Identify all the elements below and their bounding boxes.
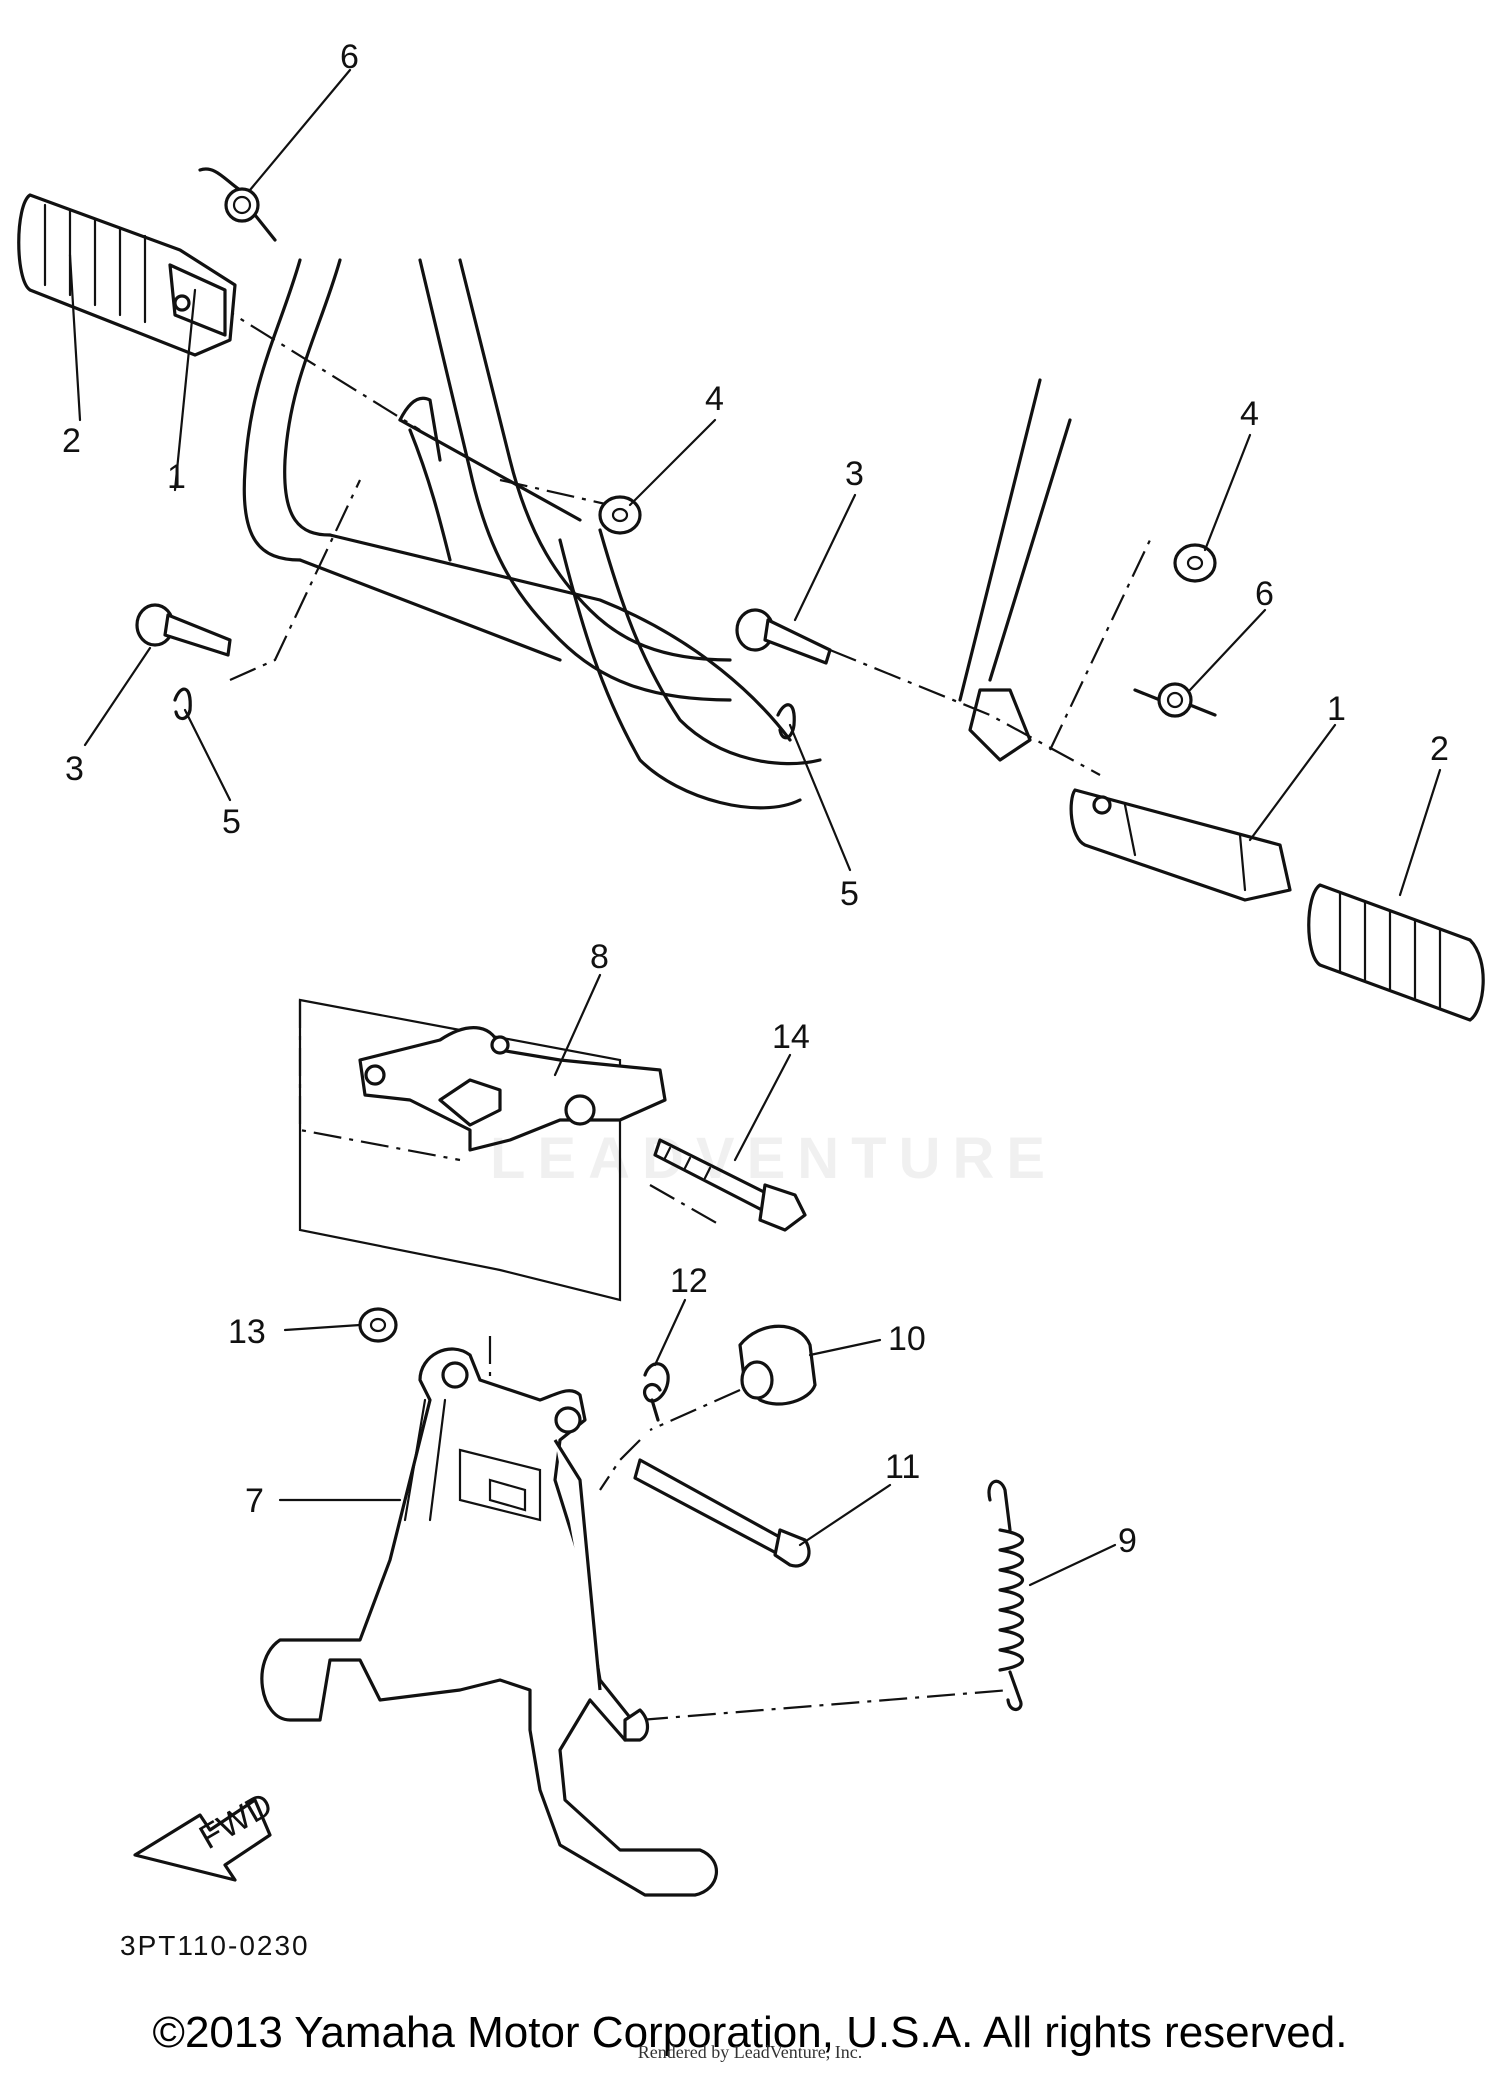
washer-13 xyxy=(358,1307,398,1343)
callout-6-right: 6 xyxy=(1255,575,1274,613)
main-stand-7 xyxy=(260,1347,718,1897)
callout-6-left: 6 xyxy=(340,38,359,76)
leader-lines xyxy=(68,68,1442,1587)
callout-1-left: 1 xyxy=(167,458,186,496)
callout-4-left: 4 xyxy=(705,380,724,418)
callout-14: 14 xyxy=(772,1018,810,1056)
footrest-bracket-right xyxy=(1069,788,1292,902)
callout-3-left: 3 xyxy=(65,750,84,788)
callout-13: 13 xyxy=(228,1313,266,1351)
spring-right xyxy=(1133,682,1217,718)
footrest-rubber-left xyxy=(17,193,237,357)
callout-12: 12 xyxy=(670,1262,708,1300)
spring-left xyxy=(198,167,277,242)
footrest-rubber-right xyxy=(1307,883,1485,1022)
callout-3-right: 3 xyxy=(845,455,864,493)
callout-8: 8 xyxy=(590,938,609,976)
callout-1-right: 1 xyxy=(1327,690,1346,728)
frame-tubes xyxy=(242,258,1072,810)
copyright-notice: ©2013 Yamaha Motor Corporation, U.S.A. A… xyxy=(152,2008,1348,2057)
callout-9: 9 xyxy=(1118,1522,1137,1560)
callout-numbers: 6 2 1 4 3 3 5 4 6 5 1 2 8 14 12 13 10 11… xyxy=(62,38,1449,1560)
bolt-14 xyxy=(653,1138,807,1232)
callout-11: 11 xyxy=(885,1448,920,1486)
shaft-11 xyxy=(633,1458,811,1568)
callout-2-left: 2 xyxy=(62,422,81,460)
stand-bracket xyxy=(298,998,667,1302)
stand-stopper-10 xyxy=(738,1324,817,1406)
cotter-pin-left xyxy=(173,687,192,721)
diagram-code: 3PT110-0230 xyxy=(120,1930,310,1961)
cotter-pin-right xyxy=(776,703,796,740)
callout-7: 7 xyxy=(245,1482,264,1520)
stand-spring-9 xyxy=(987,1479,1024,1711)
clip-12 xyxy=(642,1362,670,1422)
callout-4-right: 4 xyxy=(1240,395,1259,433)
pin-right xyxy=(735,608,832,665)
callout-5-left: 5 xyxy=(222,803,241,841)
rendered-by-notice: Rendered by LeadVenture, Inc. xyxy=(637,2042,863,2062)
callout-10: 10 xyxy=(888,1320,926,1358)
callout-5-right: 5 xyxy=(840,875,859,913)
washer-right xyxy=(1173,543,1217,583)
watermark: LEADVENTURE xyxy=(490,1126,1058,1191)
pin-left xyxy=(135,603,232,657)
callout-2-right: 2 xyxy=(1430,730,1449,768)
fwd-arrow: FWD xyxy=(133,1785,279,1882)
